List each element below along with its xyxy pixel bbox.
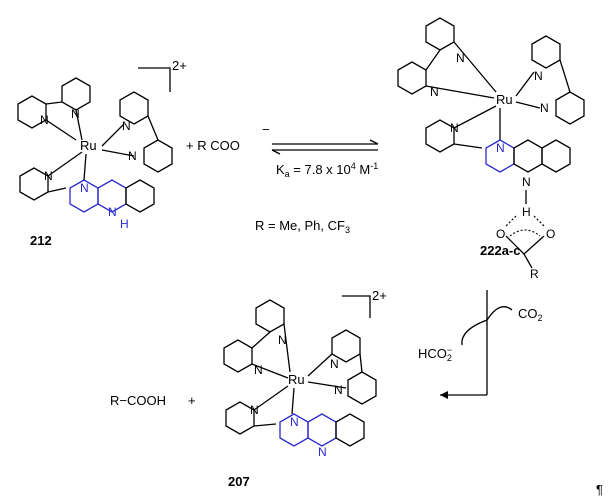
atom-n: N (430, 85, 439, 99)
atom-n: N (44, 169, 53, 183)
atom-n: N (80, 181, 89, 195)
atom-n: N (540, 101, 549, 115)
metal-label: Ru (288, 372, 305, 387)
atom-n: N (334, 383, 343, 397)
atom-n: N (108, 205, 117, 219)
compound-label: 207 (228, 474, 250, 489)
equilibrium-forward-head (369, 139, 379, 145)
ka-value: Ka = 7.8 x 104 M-1 (276, 161, 378, 179)
metal-label: Ru (496, 92, 513, 107)
charge-bracket (342, 295, 371, 318)
bpy-ring (425, 17, 455, 51)
compound-207: R−COOH + 2+ N N Ru N N N N N 207 (110, 288, 387, 489)
aromatic-ring-blue (307, 413, 337, 447)
bpy-ring (255, 299, 285, 333)
bpy-ring (555, 91, 585, 125)
compound-222a-c: N N Ru N N N N N H O O R 222a-c (397, 17, 585, 281)
bpy-ring (347, 371, 377, 405)
atom-n: N (450, 121, 459, 135)
compound-label: 212 (30, 233, 52, 248)
bpy-ring (531, 35, 561, 69)
benzo-ring (541, 139, 571, 173)
charge-bracket (138, 67, 171, 92)
benzo-ring (335, 413, 365, 447)
h-label: H (522, 205, 531, 219)
atom-n: N (456, 51, 465, 65)
atom-n: N (318, 445, 327, 459)
bpy-ring (397, 61, 427, 95)
r-label: R (530, 267, 539, 281)
charge-label: 2+ (372, 288, 387, 303)
atom-n: N (250, 403, 259, 417)
plus-sign: + (188, 393, 196, 408)
bpy-ring (143, 139, 173, 173)
bpy-ring (119, 91, 149, 125)
atom-n: N (278, 333, 287, 347)
atom-n: N (522, 175, 531, 189)
atom-n: N (254, 363, 263, 377)
bpy-ring (223, 339, 253, 373)
carboxylate-charge: − (262, 122, 270, 137)
metal-label: Ru (80, 138, 97, 153)
acid-label: R−COOH (110, 393, 166, 408)
atom-n: N (40, 113, 49, 127)
atom-n: N (71, 107, 80, 121)
equilibrium-reverse-head (271, 149, 281, 155)
atom-n: N (534, 69, 543, 83)
formate-label: HCO2− (418, 345, 452, 363)
o-label: O (496, 227, 505, 241)
equilibrium-step: + R COO − Ka = 7.8 x 104 M-1 R = Me, Ph,… (186, 122, 379, 235)
decarboxylation-step: CO2 HCO2− (418, 290, 543, 399)
atom-n: N (330, 357, 339, 371)
co2-label: CO2 (518, 306, 543, 323)
bpy-ring (331, 329, 361, 363)
compound-label: 222a-c (480, 243, 520, 258)
pilcrow: ¶ (596, 482, 603, 497)
r-groups: R = Me, Ph, CF3 (255, 218, 350, 235)
dihydro-ring (513, 139, 543, 173)
bpy-ring (61, 77, 91, 111)
atom-n: N (496, 141, 505, 155)
nh-label: H (120, 217, 129, 231)
atom-n: N (122, 119, 131, 133)
o-label: O (546, 227, 555, 241)
charge-label: 2+ (172, 58, 187, 73)
atom-n: N (290, 415, 299, 429)
atom-n: N (128, 149, 137, 163)
compound-212: 2+ N N Ru N N N N N H 212 (17, 58, 187, 248)
carboxylate-text: + R COO (186, 138, 240, 153)
benzo-ring (125, 179, 155, 213)
